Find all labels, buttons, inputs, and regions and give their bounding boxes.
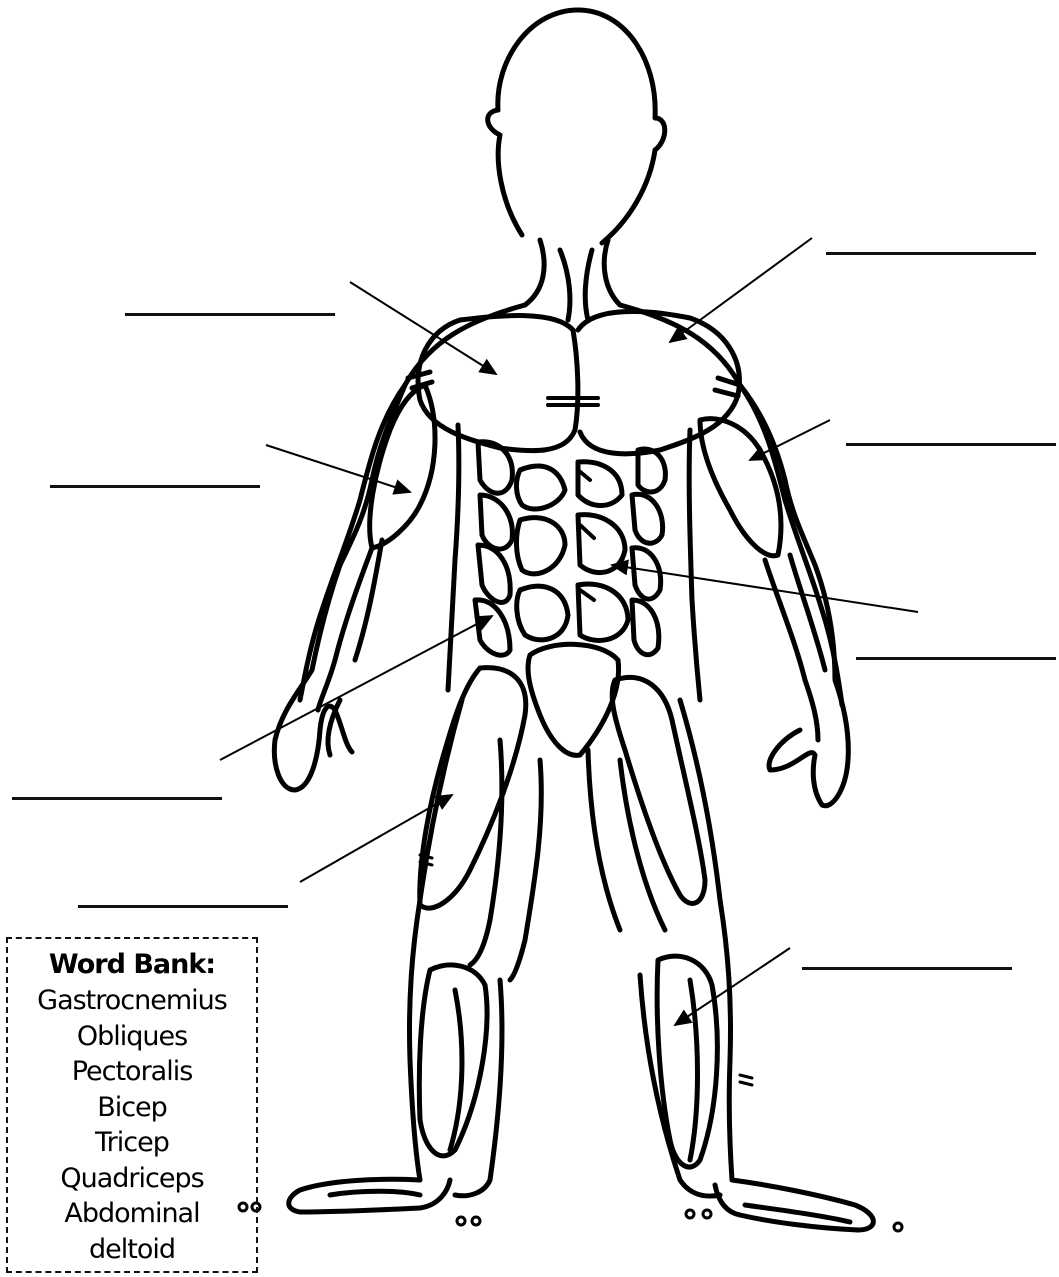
word-bank-term: Pectoralis: [8, 1054, 256, 1090]
left-gastrocnemius: [419, 965, 487, 1156]
head-outline: [488, 10, 665, 243]
word-bank-term: Gastrocnemius: [8, 983, 256, 1019]
left-pectoral: [418, 316, 578, 451]
answer-blank[interactable]: [50, 485, 260, 488]
word-bank-term: Bicep: [8, 1090, 256, 1126]
left-obliques: [475, 442, 512, 655]
answer-blank[interactable]: [856, 657, 1056, 660]
word-bank-list: Gastrocnemius Obliques Pectoralis Bicep …: [8, 983, 256, 1267]
right-forearm: [765, 555, 825, 740]
answer-blank[interactable]: [12, 797, 222, 800]
word-bank-term: Tricep: [8, 1125, 256, 1161]
right-pectoral: [578, 311, 739, 453]
answer-blank[interactable]: [846, 443, 1056, 446]
right-obliques: [632, 449, 665, 655]
answer-blank[interactable]: [802, 967, 1012, 970]
answer-blank[interactable]: [125, 313, 335, 316]
word-bank-term: Quadriceps: [8, 1161, 256, 1197]
groin: [528, 644, 619, 755]
word-bank-title: Word Bank:: [8, 949, 256, 981]
left-quadriceps: [420, 668, 526, 908]
pointer-arrow-right-deltoid: [670, 238, 812, 342]
word-bank-box: Word Bank: Gastrocnemius Obliques Pector…: [6, 937, 258, 1273]
left-forearm: [318, 540, 382, 710]
word-bank-term: Abdominal: [8, 1196, 256, 1232]
word-bank-term: deltoid: [8, 1232, 256, 1268]
pointer-arrow-left-upper-arm: [266, 445, 410, 492]
answer-blank[interactable]: [826, 252, 1036, 255]
word-bank-term: Obliques: [8, 1019, 256, 1055]
answer-blank[interactable]: [78, 905, 288, 908]
abdominals: [516, 462, 628, 641]
